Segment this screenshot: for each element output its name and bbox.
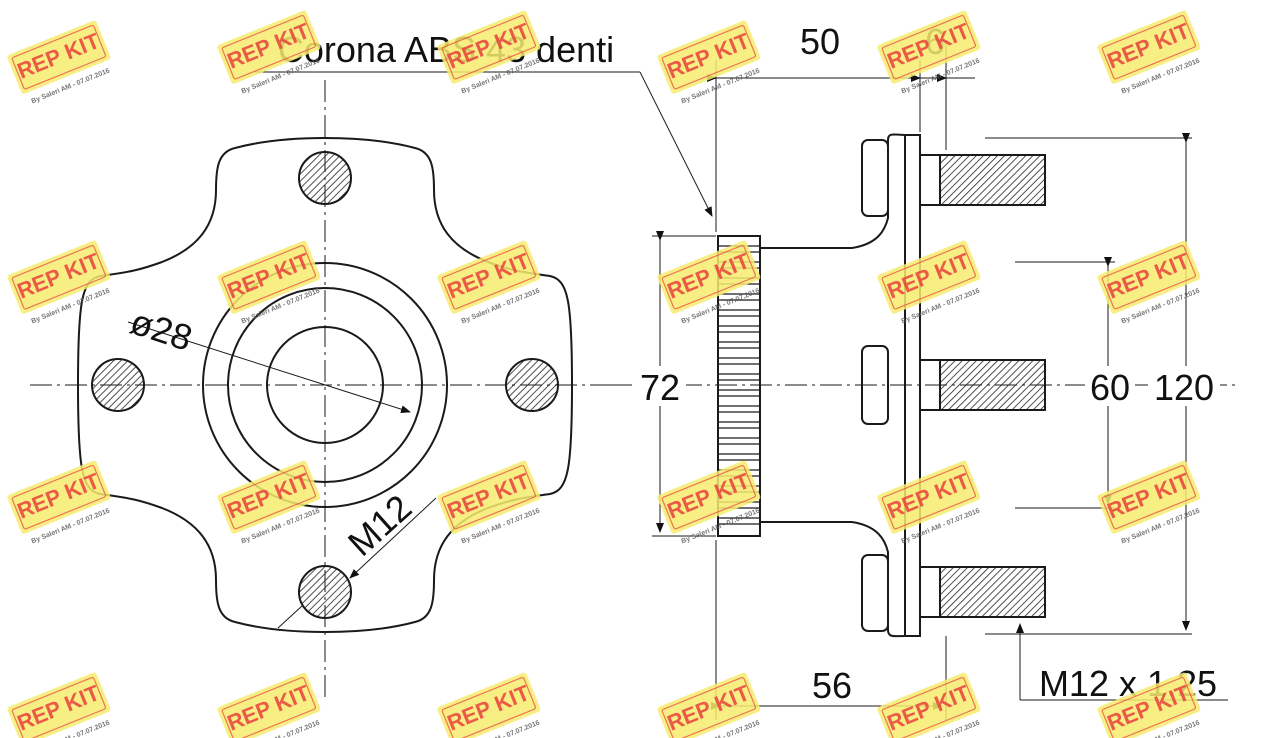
bolt-hole-left bbox=[91, 358, 145, 412]
dim-28-label: ø28 bbox=[126, 301, 198, 359]
flange-front-view: ø28 M12 bbox=[30, 80, 610, 700]
dim-m12-label: M12 bbox=[340, 487, 419, 564]
dim-72-label: 72 bbox=[640, 367, 680, 408]
hub-side-view: 50 6 Corona ABS 43 denti 72 60 120 56 bbox=[255, 21, 1240, 720]
bolt-hole-bottom bbox=[298, 565, 352, 619]
dim-120-label: 120 bbox=[1154, 367, 1214, 408]
bolt-hole-top bbox=[298, 151, 352, 205]
stud-top bbox=[919, 154, 1046, 206]
stud-middle bbox=[919, 359, 1046, 411]
dim-56-label: 56 bbox=[812, 665, 852, 706]
dim-50-label: 50 bbox=[800, 21, 840, 62]
dim-60-label: 60 bbox=[1090, 367, 1130, 408]
stud-bottom bbox=[919, 566, 1046, 618]
bolt-hole-right bbox=[505, 358, 559, 412]
